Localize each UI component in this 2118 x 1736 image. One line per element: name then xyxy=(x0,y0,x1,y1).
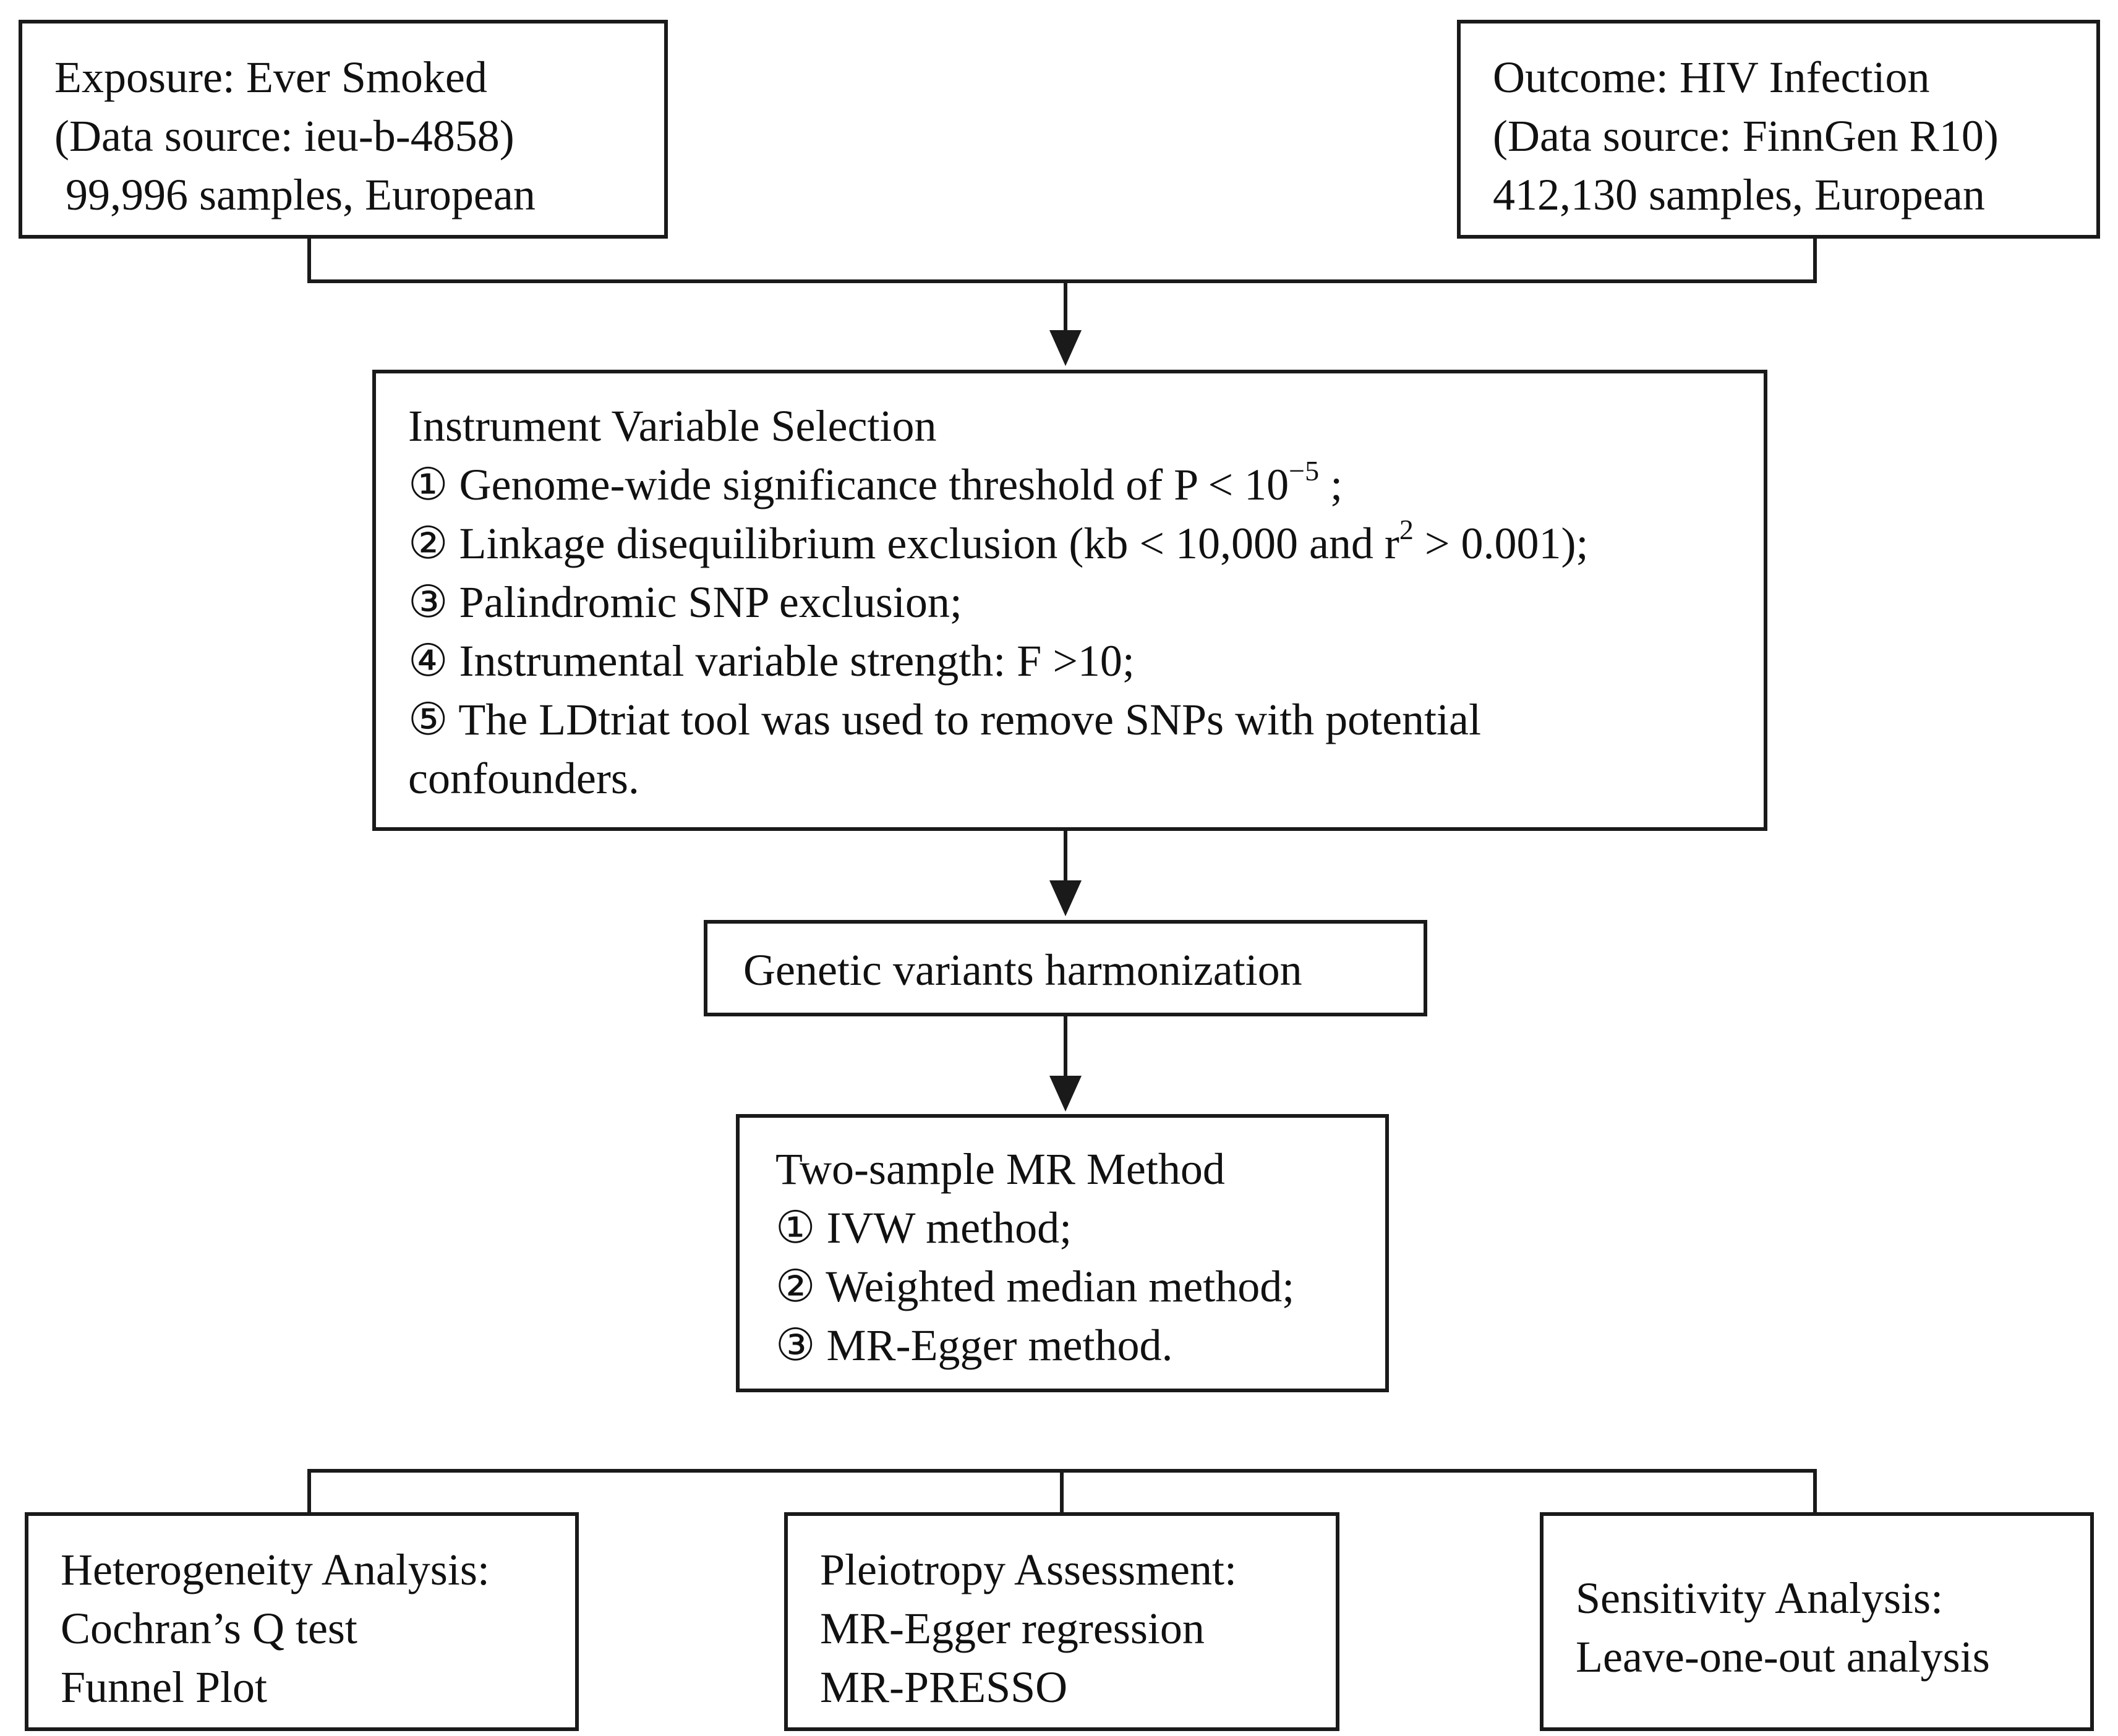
mr-method-box: Two-sample MR Method ① IVW method; ② Wei… xyxy=(736,1114,1389,1392)
heterogeneity-title: Heterogeneity Analysis: xyxy=(61,1545,490,1594)
connector-outcome-down xyxy=(1813,239,1817,283)
pleiotropy-box: Pleiotropy Assessment: MR-Egger regressi… xyxy=(784,1512,1339,1731)
iv-criterion-5: ⑤ The LDtriat tool was used to remove SN… xyxy=(408,695,1481,744)
exposure-box: Exposure: Ever Smoked (Data source: ieu-… xyxy=(19,20,668,239)
mr-method-item-3: ③ MR-Egger method. xyxy=(775,1321,1173,1370)
pleiotropy-text: Pleiotropy Assessment: MR-Egger regressi… xyxy=(820,1541,1237,1717)
exposure-samples: 99,996 samples, European xyxy=(54,170,536,219)
sensitivity-text: Sensitivity Analysis: Leave-one-out anal… xyxy=(1576,1569,1990,1687)
outcome-data-source: (Data source: FinnGen R10) xyxy=(1493,111,1999,161)
sensitivity-box: Sensitivity Analysis: Leave-one-out anal… xyxy=(1540,1512,2094,1731)
heterogeneity-item-2: Funnel Plot xyxy=(61,1662,268,1712)
iv-criterion-4: ④ Instrumental variable strength: F >10; xyxy=(408,636,1135,686)
connector-exposure-down xyxy=(307,239,311,283)
sensitivity-title: Sensitivity Analysis: xyxy=(1576,1573,1944,1623)
pleiotropy-item-2: MR-PRESSO xyxy=(820,1662,1068,1712)
iv-criterion-1: ① Genome-wide significance threshold of … xyxy=(408,456,1588,514)
iv-criterion-1-text: ① Genome-wide significance threshold of … xyxy=(408,460,1289,509)
connector-to-pleiotropy xyxy=(1060,1469,1064,1513)
connector-top-bar xyxy=(307,279,1817,283)
iv-selection-box: Instrument Variable Selection ① Genome-w… xyxy=(372,370,1767,831)
harmonization-label: Genetic variants harmonization xyxy=(743,945,1302,995)
connector-to-iv-selection xyxy=(1064,279,1067,334)
harmonization-text: Genetic variants harmonization xyxy=(743,941,1302,1000)
pleiotropy-item-1: MR-Egger regression xyxy=(820,1604,1205,1653)
mr-method-item-1: ① IVW method; xyxy=(775,1203,1072,1253)
iv-selection-title: Instrument Variable Selection xyxy=(408,401,937,451)
iv-criterion-2-suffix: > 0.001); xyxy=(1413,519,1589,568)
iv-criterion-1-suffix: ; xyxy=(1319,460,1343,509)
heterogeneity-item-1: Cochran’s Q test xyxy=(61,1604,357,1653)
pleiotropy-title: Pleiotropy Assessment: xyxy=(820,1545,1237,1594)
exposure-data-source: (Data source: ieu-b-4858) xyxy=(54,111,515,161)
mr-method-title: Two-sample MR Method xyxy=(775,1144,1225,1194)
iv-criterion-3: ③ Palindromic SNP exclusion; xyxy=(408,577,962,627)
mr-method-item-2: ② Weighted median method; xyxy=(775,1262,1295,1311)
outcome-text: Outcome: HIV Infection (Data source: Fin… xyxy=(1493,48,1999,224)
iv-criterion-2-text: ② Linkage disequilibrium exclusion (kb <… xyxy=(408,519,1399,568)
exposure-title: Exposure: Ever Smoked xyxy=(54,53,487,102)
outcome-box: Outcome: HIV Infection (Data source: Fin… xyxy=(1457,20,2100,239)
sensitivity-item-1: Leave-one-out analysis xyxy=(1576,1632,1990,1682)
heterogeneity-text: Heterogeneity Analysis: Cochran’s Q test… xyxy=(61,1541,490,1717)
connector-to-harmonization xyxy=(1064,831,1067,884)
connector-to-mr-method xyxy=(1064,1016,1067,1079)
connector-to-heterogeneity xyxy=(307,1469,311,1513)
iv-selection-text: Instrument Variable Selection ① Genome-w… xyxy=(408,397,1588,808)
mr-method-text: Two-sample MR Method ① IVW method; ② Wei… xyxy=(775,1140,1294,1375)
arrowhead-to-mr-method xyxy=(1049,1076,1082,1112)
iv-criterion-1-exponent: −5 xyxy=(1289,455,1320,487)
exposure-text: Exposure: Ever Smoked (Data source: ieu-… xyxy=(54,48,536,224)
outcome-samples: 412,130 samples, European xyxy=(1493,170,1985,219)
arrowhead-to-iv-selection xyxy=(1049,330,1082,366)
connector-to-sensitivity xyxy=(1813,1469,1817,1513)
iv-criterion-5-continued: confounders. xyxy=(408,754,639,803)
harmonization-box: Genetic variants harmonization xyxy=(704,920,1427,1016)
iv-criterion-2: ② Linkage disequilibrium exclusion (kb <… xyxy=(408,514,1588,573)
iv-criterion-2-exponent: 2 xyxy=(1399,514,1414,545)
outcome-title: Outcome: HIV Infection xyxy=(1493,53,1930,102)
heterogeneity-box: Heterogeneity Analysis: Cochran’s Q test… xyxy=(25,1512,579,1731)
arrowhead-to-harmonization xyxy=(1049,880,1082,916)
